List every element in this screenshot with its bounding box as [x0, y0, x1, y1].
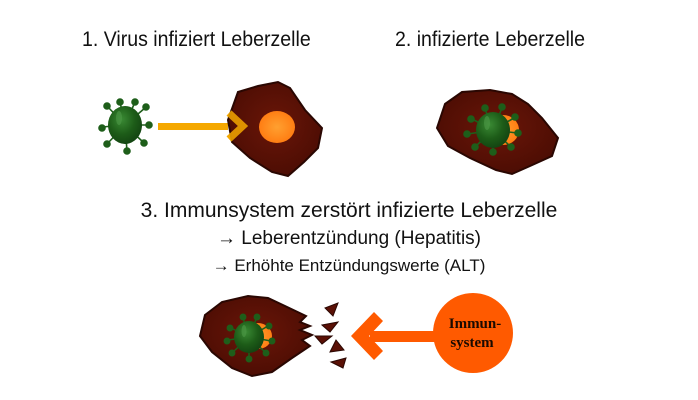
liver-cell-infected [435, 88, 560, 176]
immune-attack-arrow [351, 312, 440, 360]
liver-cell-destroyed [198, 294, 315, 378]
immune-label-line2: system [450, 335, 494, 351]
immune-label-line1: Immun- [449, 316, 502, 332]
step1-title: 1. Virus infiziert Leberzelle [82, 28, 311, 51]
virus-free [98, 98, 153, 155]
cell-fragments [313, 302, 347, 369]
step3-title: 3. Immunsystem zerstört infizierte Leber… [140, 199, 558, 222]
step2-title: 2. infizierte Leberzelle [395, 28, 585, 51]
virus-inside [463, 103, 522, 156]
immune-system-circle: Immun- system [433, 293, 513, 373]
consequence-alt: → Erhöhte Entzündungswerte (ALT) [212, 256, 486, 275]
consequence-hepatitis: → Leberentzündung (Hepatitis) [216, 228, 482, 249]
nucleus [259, 111, 295, 143]
liver-cell-healthy [226, 80, 324, 178]
